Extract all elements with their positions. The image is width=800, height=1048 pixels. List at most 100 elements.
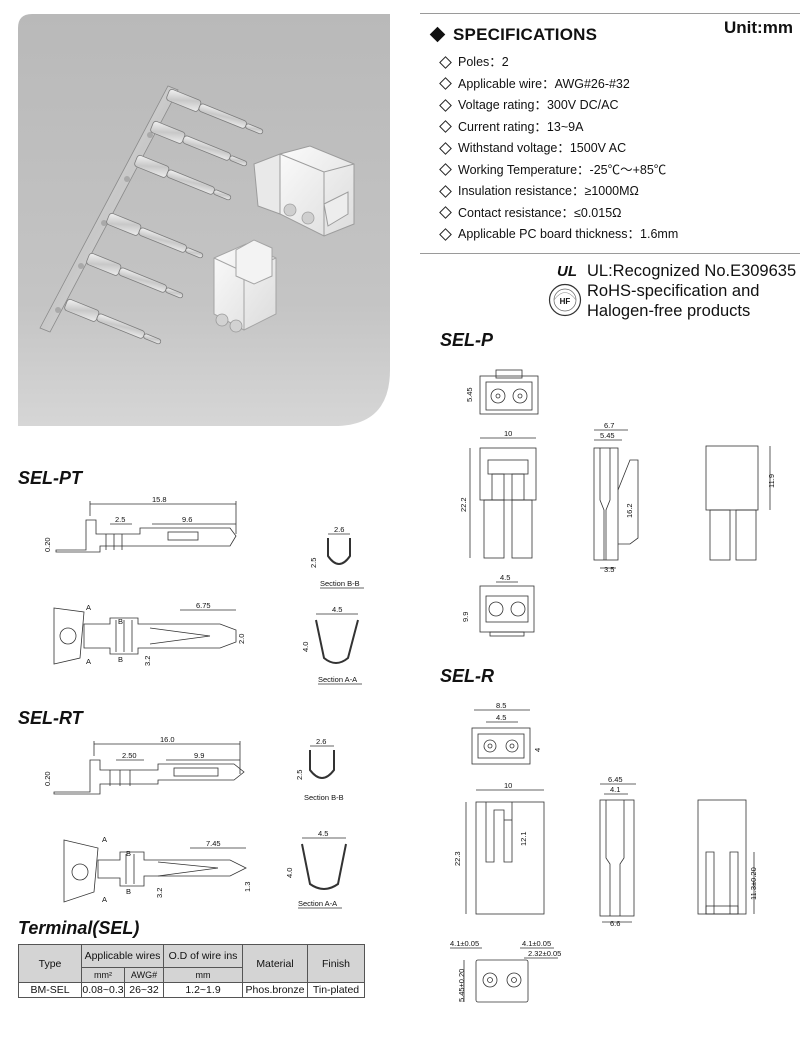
subheader-mm: mm xyxy=(163,967,243,983)
svg-text:6.75: 6.75 xyxy=(196,601,211,610)
header-od: O.D of wire ins xyxy=(163,944,243,968)
svg-text:9.9: 9.9 xyxy=(194,751,204,760)
svg-text:1.3: 1.3 xyxy=(243,882,252,892)
cell-finish: Tin-plated xyxy=(307,982,365,998)
sel-p-top-view: 5.45 xyxy=(465,369,539,415)
svg-text:22.2: 22.2 xyxy=(459,497,468,512)
svg-text:4.5: 4.5 xyxy=(318,830,328,838)
sel-p-back-view: 11.9 xyxy=(705,445,776,561)
svg-text:HF: HF xyxy=(560,297,571,306)
ul-logo-icon: UL xyxy=(557,263,577,278)
sel-rt-section-a-drawing: 4.5 4.0 Section A-A xyxy=(285,830,347,909)
svg-text:2.0: 2.0 xyxy=(237,634,246,644)
diamond-outline-icon xyxy=(439,163,452,177)
svg-text:15.8: 15.8 xyxy=(152,495,167,504)
spec-item: Contact resistance：≤0.015Ω xyxy=(439,203,678,225)
diamond-outline-icon xyxy=(439,98,452,112)
sel-rt-top-drawing: 7.45 A B A B 1.3 3.2 xyxy=(63,835,252,904)
cell-material: Phos.bronze xyxy=(242,982,308,998)
svg-text:4.5: 4.5 xyxy=(500,573,510,582)
sel-r-front-view: 10 22.3 12.1 xyxy=(453,781,545,915)
terminal-table: Type Applicable wires O.D of wire ins Ma… xyxy=(18,944,365,998)
top-divider xyxy=(420,13,800,14)
sel-pt-top-drawing: 6.75 A B A B 2.0 3.2 xyxy=(53,601,246,666)
diamond-outline-icon xyxy=(439,77,452,91)
spec-item: Applicable PC board thickness：1.6mm xyxy=(439,224,678,246)
header-type: Type xyxy=(18,944,82,983)
sel-r-side-view: 6.45 4.1 6.6 xyxy=(599,775,636,928)
svg-text:Section A-A: Section A-A xyxy=(298,899,337,908)
cell-mm2: 0.08~0.3 xyxy=(81,982,125,998)
svg-text:2.6: 2.6 xyxy=(334,526,344,534)
svg-text:B: B xyxy=(118,617,123,626)
spec-item: Insulation resistance：≥1000MΩ xyxy=(439,181,678,203)
sel-r-pcb-view: 4.1±0.05 4.1±0.05 2.32±0.05 5.45±0.20 xyxy=(450,939,561,1003)
sel-pt-title: SEL-PT xyxy=(18,468,83,488)
svg-text:11.3±0.20: 11.3±0.20 xyxy=(749,867,758,900)
svg-text:9.9: 9.9 xyxy=(461,612,470,622)
sel-r-top-view: 8.5 4.5 4 xyxy=(471,702,542,765)
svg-text:2.50: 2.50 xyxy=(122,751,137,760)
svg-text:4.1±0.05: 4.1±0.05 xyxy=(450,939,479,948)
svg-text:A: A xyxy=(86,603,91,612)
diamond-outline-icon xyxy=(439,141,452,155)
svg-text:A: A xyxy=(102,835,107,844)
diamond-outline-icon xyxy=(439,184,452,198)
svg-text:2.6: 2.6 xyxy=(316,738,326,746)
sel-p-title: SEL-P xyxy=(440,330,494,350)
svg-text:10: 10 xyxy=(504,781,512,790)
svg-text:4.0: 4.0 xyxy=(301,642,310,652)
cell-od: 1.2~1.9 xyxy=(163,982,243,998)
svg-text:6.7: 6.7 xyxy=(604,421,614,430)
svg-text:10: 10 xyxy=(504,429,512,438)
svg-text:0.20: 0.20 xyxy=(43,537,52,552)
ul-recognition-text: UL:Recognized No.E309635 xyxy=(587,262,797,280)
header-finish: Finish xyxy=(307,944,365,983)
specifications-list: Poles：2 Applicable wire：AWG#26-#32 Volta… xyxy=(439,52,678,246)
svg-text:2.5: 2.5 xyxy=(115,515,125,524)
svg-text:A: A xyxy=(102,895,107,904)
cell-awg: 26~32 xyxy=(124,982,164,998)
svg-text:7.45: 7.45 xyxy=(206,839,221,848)
sel-rt-side-drawing: 16.0 2.50 9.9 0.20 xyxy=(43,735,245,795)
svg-text:Section B-B: Section B-B xyxy=(320,579,360,588)
svg-text:22.3: 22.3 xyxy=(453,851,462,866)
svg-text:B: B xyxy=(126,887,131,896)
sel-p-side-view: 6.7 5.45 16.2 3.5 xyxy=(593,421,639,574)
svg-text:4.1: 4.1 xyxy=(610,785,620,794)
sel-p-bottom-view: 4.5 9.9 xyxy=(461,573,535,637)
svg-text:6.45: 6.45 xyxy=(608,775,623,784)
svg-text:5.45: 5.45 xyxy=(600,431,615,440)
spec-item: Poles：2 xyxy=(439,52,678,74)
svg-text:3.2: 3.2 xyxy=(143,656,152,666)
sel-pt-side-drawing: 15.8 2.5 9.6 0.20 xyxy=(43,495,237,553)
sel-pt-section-b-drawing: 2.6 2.5 Section B-B xyxy=(309,526,364,589)
spec-item: Withstand voltage：1500V AC xyxy=(439,138,678,160)
spec-divider xyxy=(420,253,800,254)
spec-item: Applicable wire：AWG#26-#32 xyxy=(439,74,678,96)
spec-item: Voltage rating：300V DC/AC xyxy=(439,95,678,117)
svg-text:5.45±0.20: 5.45±0.20 xyxy=(457,969,466,1002)
diamond-outline-icon xyxy=(439,120,452,134)
svg-text:4.5: 4.5 xyxy=(496,713,506,722)
svg-text:6.6: 6.6 xyxy=(610,919,620,928)
diamond-bullet-icon xyxy=(429,26,446,43)
diamond-outline-icon xyxy=(439,206,452,220)
svg-text:5.45: 5.45 xyxy=(465,387,474,402)
table-row: BM-SEL 0.08~0.3 26~32 1.2~1.9 Phos.bronz… xyxy=(18,982,365,998)
terminal-table-title: Terminal(SEL) xyxy=(18,918,140,938)
sel-rt-title: SEL-RT xyxy=(18,708,83,728)
header-applicable-wires: Applicable wires xyxy=(81,944,164,968)
svg-text:3.2: 3.2 xyxy=(155,888,164,898)
product-photo xyxy=(18,14,390,426)
sel-pt-section-a-drawing: 4.5 4.0 Section A-A xyxy=(301,606,362,685)
cell-type: BM-SEL xyxy=(18,982,82,998)
svg-text:2.5: 2.5 xyxy=(295,770,304,780)
specifications-heading: SPECIFICATIONS xyxy=(429,25,597,45)
svg-text:8.5: 8.5 xyxy=(496,702,506,710)
sel-rt-section-b-drawing: 2.6 2.5 Section B-B xyxy=(295,738,344,802)
subheader-awg: AWG# xyxy=(124,967,164,983)
svg-text:4.5: 4.5 xyxy=(332,606,342,614)
svg-text:3.5: 3.5 xyxy=(604,565,614,574)
